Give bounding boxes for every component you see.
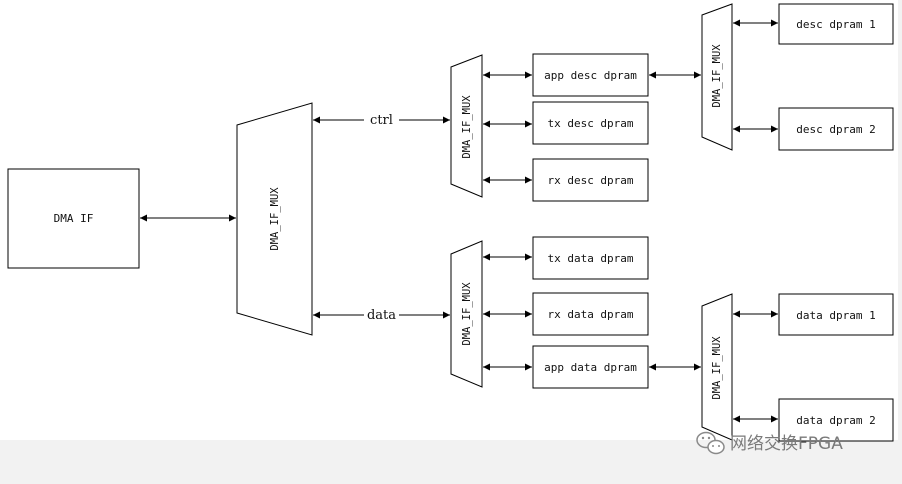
desc-dpram-1-label: desc dpram 1 xyxy=(796,18,875,31)
data-dpram-2-label: data dpram 2 xyxy=(796,414,875,427)
ctrl-label: ctrl xyxy=(370,113,393,128)
desc-mux: DMA_IF_MUX xyxy=(450,54,483,198)
tx-desc-dpram-box: tx desc dpram xyxy=(532,101,649,145)
watermark: 网络交换FPGA xyxy=(696,431,843,455)
right-desc-mux: DMA_IF_MUX xyxy=(701,3,733,151)
data-mux: DMA_IF_MUX xyxy=(450,240,483,388)
app-desc-dpram-label: app desc dpram xyxy=(544,69,637,82)
data-label: data xyxy=(367,308,396,323)
right-data-mux: DMA_IF_MUX xyxy=(701,293,733,441)
app-data-dpram-box: app data dpram xyxy=(532,345,649,389)
wechat-icon xyxy=(696,431,725,455)
rx-data-dpram-label: rx data dpram xyxy=(547,308,633,321)
data-dpram-1-box: data dpram 1 xyxy=(778,293,894,336)
data-connector: data xyxy=(313,308,450,323)
rx-desc-dpram-label: rx desc dpram xyxy=(547,174,633,187)
right-data-mux-label: DMA_IF_MUX xyxy=(711,336,723,400)
rx-data-dpram-box: rx data dpram xyxy=(532,292,649,336)
data-mux-label: DMA_IF_MUX xyxy=(461,282,473,346)
desc-dpram-1-box: desc dpram 1 xyxy=(778,3,894,45)
data-dpram-2-box: data dpram 2 xyxy=(778,398,894,442)
main-mux-label: DMA_IF_MUX xyxy=(269,187,281,251)
tx-data-dpram-box: tx data dpram xyxy=(532,236,649,280)
right-desc-mux-label: DMA_IF_MUX xyxy=(711,44,723,108)
rx-desc-dpram-box: rx desc dpram xyxy=(532,158,649,202)
desc-mux-label: DMA_IF_MUX xyxy=(461,95,473,159)
main-mux: DMA_IF_MUX xyxy=(236,102,313,336)
data-dpram-1-label: data dpram 1 xyxy=(796,309,875,322)
tx-desc-dpram-label: tx desc dpram xyxy=(547,117,633,130)
app-desc-dpram-box: app desc dpram xyxy=(532,53,649,97)
app-data-dpram-label: app data dpram xyxy=(544,361,637,374)
dma-if-label: DMA IF xyxy=(54,212,94,225)
watermark-text: 网络交换FPGA xyxy=(730,434,843,454)
tx-data-dpram-label: tx data dpram xyxy=(547,252,633,265)
ctrl-connector: ctrl xyxy=(313,113,450,128)
dma-if-block: DMA IF xyxy=(7,168,140,269)
desc-dpram-2-label: desc dpram 2 xyxy=(796,123,875,136)
desc-dpram-2-box: desc dpram 2 xyxy=(778,107,894,151)
